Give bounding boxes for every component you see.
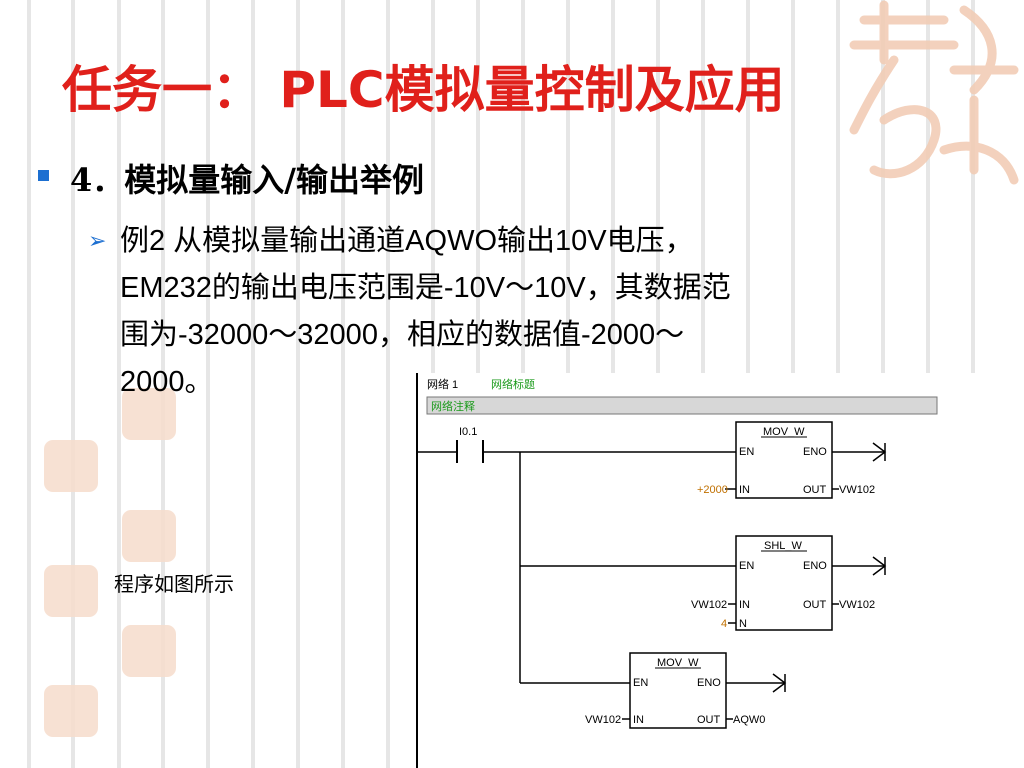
- pin-en: EN: [739, 560, 754, 572]
- paragraph-line: EM232的输出电压范围是-10V～10V，其数据范: [120, 272, 731, 304]
- seal-decoration: [44, 685, 98, 737]
- input-value: +2000: [697, 484, 728, 496]
- input-value: VW102: [691, 599, 727, 611]
- pin-out: OUT: [803, 599, 827, 611]
- pin-in: IN: [739, 599, 750, 611]
- mov-w-block-2: MOV_W EN ENO IN OUT VW102 AQW0: [585, 652, 787, 729]
- ladder-diagram: 网络 1 网络标题 网络注释 I0.1 MOV_W EN ENO IN OUT …: [415, 373, 1024, 768]
- square-bullet-icon: [38, 170, 49, 181]
- block-name: MOV_W: [763, 426, 805, 438]
- paragraph-line: 2000。: [120, 366, 214, 398]
- pin-out: OUT: [697, 714, 721, 726]
- network-title: 网络标题: [491, 377, 535, 391]
- program-caption: 程序如图所示: [114, 572, 234, 596]
- block-name: MOV_W: [657, 657, 699, 669]
- seal-decoration: [44, 440, 98, 492]
- pin-n: N: [739, 618, 747, 630]
- shl-w-block: SHL_W EN ENO IN OUT N VW102 4 VW102: [691, 535, 887, 631]
- slide-title: 任务一： PLC模拟量控制及应用: [62, 61, 785, 119]
- seal-decoration: [122, 625, 176, 677]
- output-value: VW102: [839, 599, 875, 611]
- output-value: VW102: [839, 484, 875, 496]
- input-value: VW102: [585, 714, 621, 726]
- seal-decoration: [122, 510, 176, 562]
- paragraph-line: 围为-32000～32000，相应的数据值-2000～: [120, 319, 685, 351]
- svg-text:网络 1: 网络 1: [427, 377, 458, 391]
- paragraph-line: 例2 从模拟量输出通道AQWO输出10V电压，: [120, 225, 694, 257]
- pin-out: OUT: [803, 484, 827, 496]
- pin-eno: ENO: [803, 446, 827, 458]
- pin-en: EN: [739, 446, 754, 458]
- output-value: AQW0: [733, 714, 765, 726]
- contact-address: I0.1: [459, 426, 477, 438]
- network-comment: 网络注释: [431, 399, 475, 413]
- network-label: 网络 1: [427, 377, 458, 391]
- pin-eno: ENO: [803, 560, 827, 572]
- shift-count-value: 4: [721, 618, 727, 630]
- section-heading: 4．模拟量输入/输出举例: [70, 161, 424, 199]
- calligraphy-decoration: [849, 0, 1019, 185]
- pin-eno: ENO: [697, 677, 721, 689]
- pin-in: IN: [633, 714, 644, 726]
- seal-decoration: [44, 565, 98, 617]
- arrow-bullet-icon: ➢: [88, 229, 107, 254]
- example-paragraph: 例2 从模拟量输出通道AQWO输出10V电压， EM232的输出电压范围是-10…: [120, 218, 980, 406]
- pin-en: EN: [633, 677, 648, 689]
- mov-w-block-1: MOV_W EN ENO IN OUT +2000 VW102: [697, 421, 887, 499]
- pin-in: IN: [739, 484, 750, 496]
- block-name: SHL_W: [764, 540, 803, 552]
